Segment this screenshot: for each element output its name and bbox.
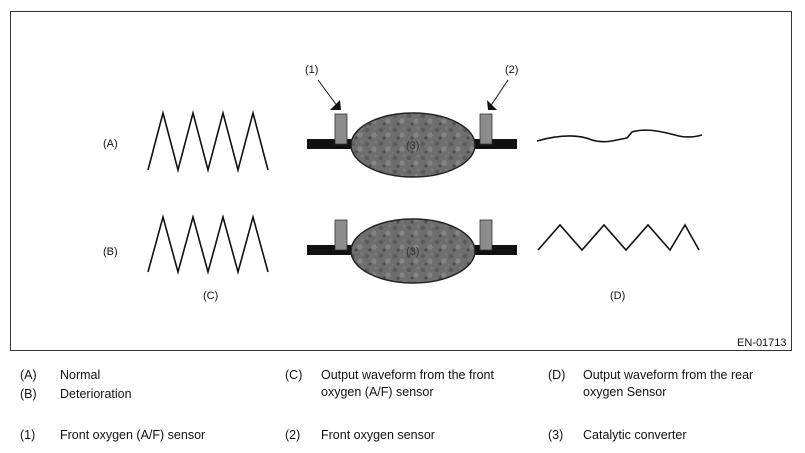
catalytic-converter [350,218,476,284]
legend-key: (D) [548,368,566,382]
part-label-1: (1) [305,64,318,76]
pointer-line-1 [317,79,339,108]
column-label-d: (D) [610,290,625,302]
pointer-arrow-2 [487,100,497,110]
legend-text: Deterioration [60,387,132,401]
legend-text: Catalytic converter [583,428,687,442]
legend-item-d: (D) Output waveform from the rear oxygen… [548,367,753,401]
part-label-3-top: (3) [406,140,419,152]
column-label-c: (C) [203,290,218,302]
legend-item-2: (2) Front oxygen sensor [285,427,435,444]
legend-item-3: (3) Catalytic converter [548,427,687,444]
legend-key: (B) [20,387,37,401]
legend-key: (2) [285,428,301,442]
part-label-3-bottom: (3) [406,246,419,258]
legend-item-c: (C) Output waveform from the front oxyge… [285,367,494,401]
legend-text: Normal [60,368,101,382]
legend-item-a: (A) Normal [20,367,100,384]
legend-item-b: (B) Deterioration [20,386,132,403]
legend-key: (C) [285,368,303,382]
legend-text-line2: oxygen (A/F) sensor [321,385,434,399]
legend-key: (1) [20,428,36,442]
front-waveform-normal [147,109,269,174]
part-label-2: (2) [505,64,518,76]
exhaust-assembly-deterioration: (3) [307,218,517,284]
figure-code: EN-01713 [737,337,787,349]
legend-key: (3) [548,428,564,442]
pointer-line-2 [489,79,509,108]
legend-text-line2: oxygen Sensor [583,385,667,399]
pointer-arrow-1 [330,100,341,110]
catalytic-converter [350,112,476,178]
exhaust-assembly-normal: (3) (1) (2) [305,64,518,178]
diagram-canvas: (A) (B) (3) (1) (2) (3) [103,64,787,349]
legend-text-line1: Output waveform from the rear [583,368,754,382]
row-label-a: (A) [103,138,118,150]
legend-text-line1: Output waveform from the front [321,368,494,382]
front-sensor-body [334,113,348,145]
figure-frame [10,11,792,351]
rear-sensor-body [479,219,493,251]
rear-waveform-normal [536,129,703,143]
front-waveform-deterioration [147,213,269,276]
rear-waveform-deterioration [537,223,700,252]
row-label-b: (B) [103,246,118,258]
legend-text: Front oxygen (A/F) sensor [60,428,206,442]
front-sensor-body [334,219,348,251]
legend-key: (A) [20,368,37,382]
legend-text: Front oxygen sensor [321,428,435,442]
rear-sensor-body [479,113,493,145]
legend-item-1: (1) Front oxygen (A/F) sensor [20,427,205,444]
